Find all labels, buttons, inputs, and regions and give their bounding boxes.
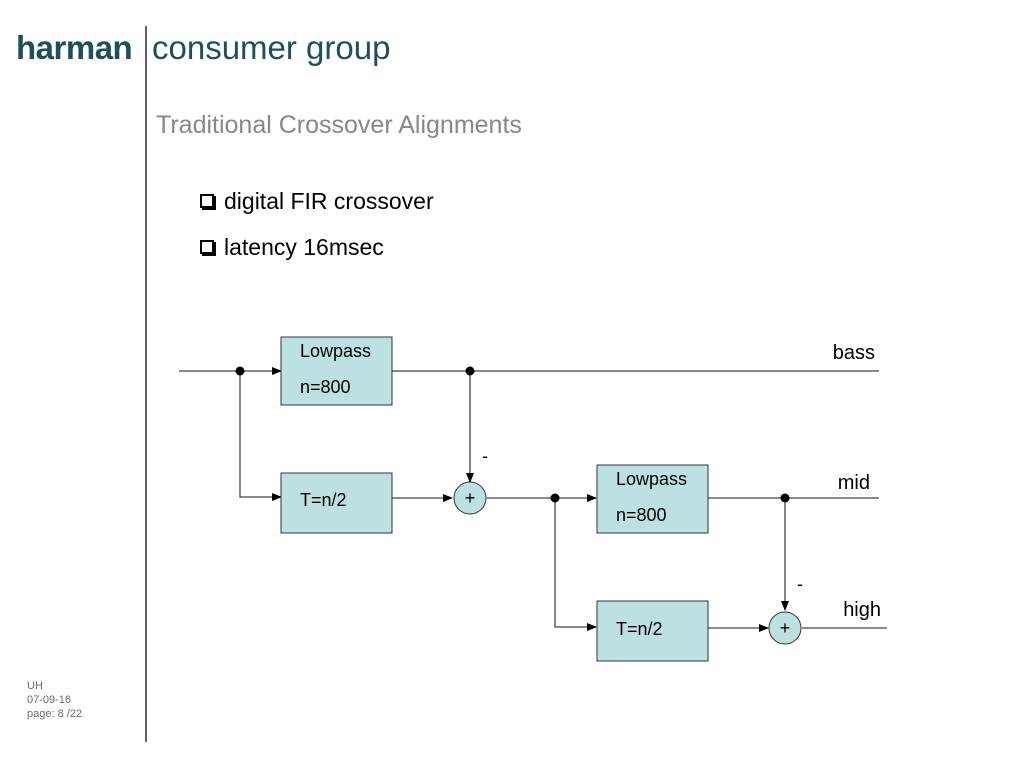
block-label: n=800 <box>300 377 351 397</box>
footer-author: UH <box>27 680 43 692</box>
summer-sign: + <box>780 618 791 638</box>
lowpass-block <box>280 336 393 406</box>
bullet-item: digital FIR crossover <box>200 187 434 215</box>
footer-date: 07-09-16 <box>27 694 72 706</box>
lowpass-block <box>596 464 709 534</box>
vertical-divider <box>145 26 147 742</box>
delay-block <box>596 600 709 662</box>
block-label: T=n/2 <box>616 619 663 639</box>
output-label-mid: mid <box>838 472 870 494</box>
block-label: Lowpass <box>300 341 371 361</box>
junction-dot <box>550 493 560 503</box>
block-label: T=n/2 <box>300 490 347 510</box>
bullet-text: latency 16msec <box>224 234 384 260</box>
minus-sign: - <box>482 446 488 466</box>
checkbox-bullet-icon <box>200 240 214 254</box>
logo-consumer-group: consumer group <box>152 29 391 66</box>
bullet-item: latency 16msec <box>200 233 384 261</box>
summer-node <box>453 481 487 515</box>
branch-wire <box>554 498 597 631</box>
delay-block <box>280 472 393 534</box>
block-label: n=800 <box>616 505 667 525</box>
junction-dot <box>780 493 790 503</box>
bullet-text: digital FIR crossover <box>224 188 434 214</box>
checkbox-bullet-icon <box>200 194 214 208</box>
minus-sign: - <box>797 574 803 594</box>
slide-title: Traditional Crossover Alignments <box>156 111 522 139</box>
branch-wire <box>239 371 282 501</box>
logo-harman: harman <box>16 29 133 66</box>
summer-sign: + <box>465 488 476 508</box>
junction-dot <box>465 366 475 376</box>
summer-node <box>768 611 802 645</box>
block-label: Lowpass <box>616 469 687 489</box>
output-label-bass: bass <box>833 342 875 364</box>
footer-page: page: 8 /22 <box>27 708 83 720</box>
output-label-high: high <box>843 599 881 621</box>
junction-dot <box>235 366 245 376</box>
